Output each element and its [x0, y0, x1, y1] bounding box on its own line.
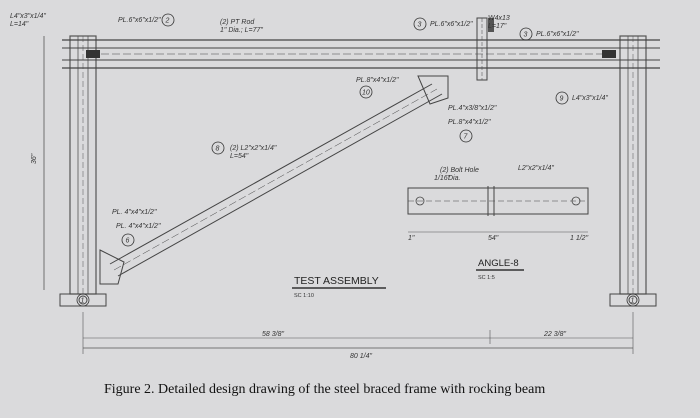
label-angle-8: (2) L2"x2"x1/4": [230, 145, 277, 152]
label-plate-6a: PL. 4"x4"x1/2": [112, 209, 157, 216]
label-plate-3a: PL.6"x6"x1/2": [430, 21, 473, 28]
callout-1b-circle: [626, 293, 640, 307]
callout-2: 2: [165, 18, 170, 25]
callout-7: 7: [464, 134, 469, 141]
left-span-dim: 58 3/8": [262, 331, 284, 338]
angle-detail: [407, 186, 589, 216]
label-w-len: L=17": [488, 23, 507, 30]
label-plate-7a: PL.4"x3/8"x1/2": [448, 105, 497, 112]
angle-detail-scale: SC 1:5: [478, 275, 495, 281]
callout-8: 8: [216, 146, 220, 153]
gusset-bottom: [99, 249, 125, 285]
label-plate-7b: PL.8"x4"x1/2": [448, 119, 491, 126]
label-plate-10: PL.8"x4"x1/2": [356, 77, 399, 84]
callout-3b: 3: [524, 32, 528, 39]
rod-anchor-left: [86, 50, 100, 58]
gusset-top: [417, 75, 449, 105]
detail-length-dim: 54": [488, 235, 499, 242]
angle-detail-title: ANGLE-8: [478, 258, 519, 269]
rod-anchor-right: [602, 50, 616, 58]
callout-10: 10: [362, 90, 370, 97]
callout-6: 6: [126, 238, 130, 245]
detail-bolt-hole: (2) Bolt Hole: [440, 167, 479, 174]
label-rod: (2) PT Rod: [220, 19, 255, 26]
label-rod-dim: 1" Dia.; L=77": [220, 27, 263, 34]
diagonal-brace: [109, 83, 443, 277]
label-top-left-angle: L4"x3"x1/4": [10, 13, 46, 20]
test-assembly-title: TEST ASSEMBLY: [294, 275, 379, 287]
callout-9: 9: [560, 96, 564, 103]
callout-10-circle: [359, 85, 373, 99]
callout-9-circle: [555, 91, 569, 105]
label-plate-3b: PL.6"x6"x1/2": [536, 31, 579, 38]
label-top-left-len: L=14": [10, 21, 29, 28]
height-dim: 36": [31, 153, 38, 164]
right-span-dim: 22 3/8": [543, 331, 566, 338]
callout-2-circle: [161, 13, 175, 27]
callout-8-circle: [211, 141, 225, 155]
detail-angle-label: L2"x2"x1/4": [518, 165, 554, 172]
callout-1a: 1: [81, 298, 85, 305]
callout-3b-circle: [519, 27, 533, 41]
label-angle-8-len: L=54": [230, 153, 249, 160]
callout-6-circle: [121, 233, 135, 247]
callout-1a-circle: [76, 293, 90, 307]
detail-right-dim: 1 1/2": [570, 235, 589, 242]
callout-3a-circle: [413, 17, 427, 31]
label-angle-9: L4"x3"x1/4": [572, 95, 608, 102]
callout-1b: 1: [631, 298, 635, 305]
test-assembly-scale: SC 1:10: [294, 293, 314, 299]
detail-bolt-dia: Dia.: [448, 175, 461, 182]
label-plate-6b: PL. 4"x4"x1/2": [116, 223, 161, 230]
detail-bolt-frac: 1/16": [434, 175, 451, 182]
label-plate-2: PL.6"x6"x1/2": [118, 17, 161, 24]
w-section-post: [476, 17, 488, 81]
total-dim: 80 1/4": [350, 353, 372, 360]
detail-left-dim: 1": [408, 235, 415, 242]
rocking-beam: [62, 39, 660, 69]
callout-3a: 3: [418, 22, 422, 29]
label-w-section: W4x13: [488, 15, 510, 22]
callout-7-circle: [459, 129, 473, 143]
figure-caption: Figure 2. Detailed design drawing of the…: [104, 382, 545, 397]
rod-connector: [488, 18, 494, 32]
